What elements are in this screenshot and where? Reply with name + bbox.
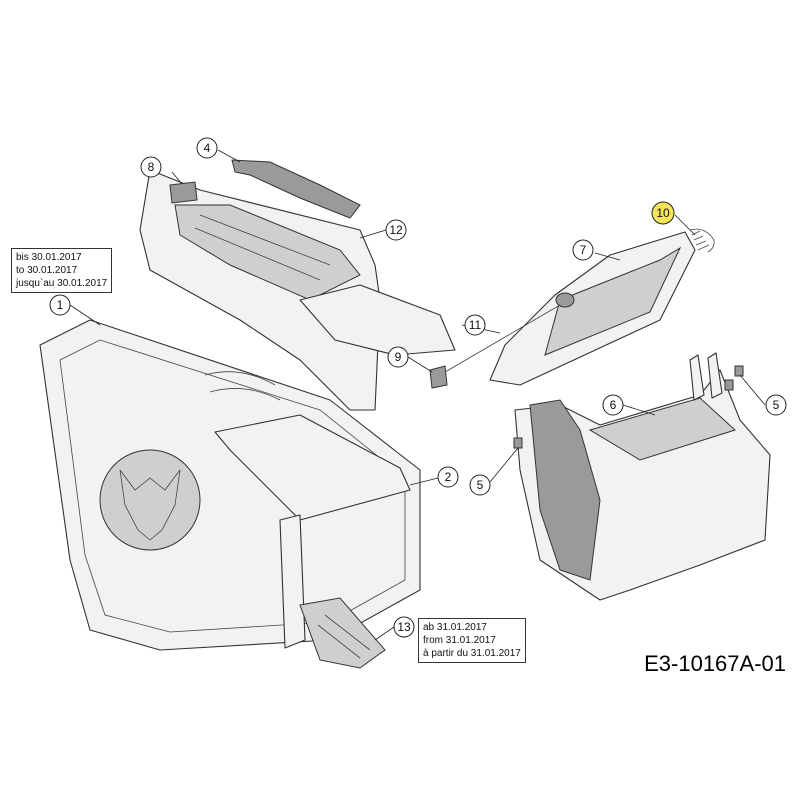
callout-label: 10	[656, 206, 670, 220]
callout-8: 8	[140, 156, 162, 178]
callout-11: 11	[464, 314, 486, 336]
note-after-date: ab 31.01.2017 from 31.01.2017 à partir d…	[418, 618, 526, 663]
callout-label: 8	[148, 160, 155, 174]
grass-catcher-bag	[39, 319, 421, 651]
callout-1: 1	[49, 294, 71, 316]
note-line: from 31.01.2017	[423, 635, 496, 646]
callout-label: 2	[445, 470, 452, 484]
callout-6: 6	[602, 394, 624, 416]
handle	[231, 159, 361, 219]
callout-label: 4	[204, 141, 211, 155]
note-before-date: bis 30.01.2017 to 30.01.2017 jusqu`au 30…	[11, 248, 113, 293]
rod	[439, 304, 561, 376]
callout-label: 9	[395, 350, 402, 364]
upper-housing	[139, 169, 456, 411]
callout-4: 4	[196, 137, 218, 159]
callout-label: 13	[397, 620, 411, 634]
callout-12: 12	[385, 219, 407, 241]
callout-label: 12	[389, 223, 403, 237]
spring	[689, 228, 715, 253]
callout-5-right: 5	[765, 394, 787, 416]
note-line: à partir du 31.01.2017	[423, 648, 521, 659]
callout-label: 7	[580, 243, 587, 257]
small-spring	[429, 365, 448, 389]
callout-label: 5	[477, 478, 484, 492]
note-line: jusqu`au 30.01.2017	[16, 278, 108, 289]
callout-7: 7	[572, 239, 594, 261]
deflector-flap	[489, 231, 696, 386]
bag-frame	[214, 414, 411, 649]
note-line: ab 31.01.2017	[423, 622, 487, 633]
callout-label: 1	[57, 298, 64, 312]
callout-2: 2	[437, 466, 459, 488]
callout-label: 5	[773, 398, 780, 412]
leader-lines	[69, 149, 766, 641]
callout-5-left: 5	[469, 474, 491, 496]
callout-label: 11	[469, 318, 482, 332]
bag-flap	[299, 597, 386, 669]
rear-mount	[514, 352, 771, 601]
note-line: bis 30.01.2017	[16, 252, 82, 263]
small-cover	[169, 181, 198, 204]
callout-label: 6	[610, 398, 617, 412]
callout-13: 13	[393, 616, 415, 638]
drawing-number: E3-10167A-01	[644, 651, 786, 676]
callout-9: 9	[387, 346, 409, 368]
note-line: to 30.01.2017	[16, 265, 78, 276]
wolf-logo-icon	[99, 449, 201, 551]
callout-10-highlighted: 10	[651, 201, 675, 225]
